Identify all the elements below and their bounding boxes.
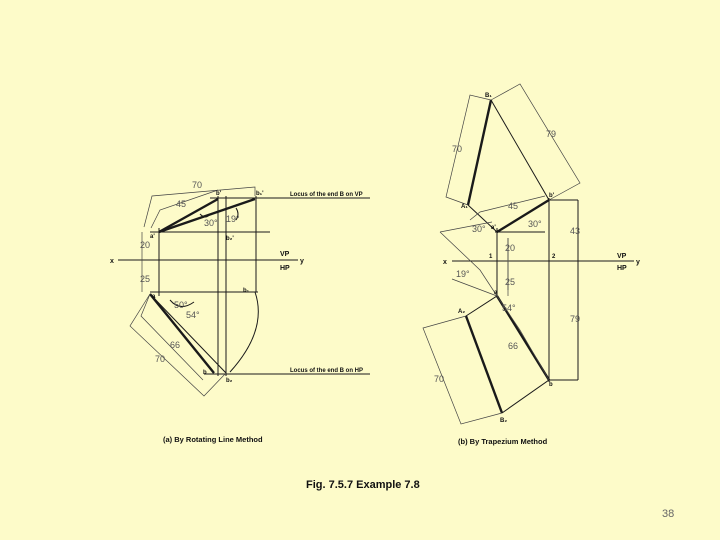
label-hp-left: HP (280, 265, 290, 272)
dim-text-20: 20 (140, 240, 150, 250)
true-length-a1-b1 (466, 99, 493, 206)
label-b2: b₂ (226, 378, 233, 384)
dim-text-79-top-right: 79 (546, 129, 556, 139)
dim-45-right (469, 195, 546, 221)
dim-text-43: 43 (570, 226, 580, 236)
label-a: a (152, 294, 156, 300)
dim-text-66: 66 (170, 340, 180, 350)
dim-text-54-right: 54° (502, 303, 516, 313)
caption-right: (b) By Trapezium Method (458, 437, 548, 446)
label-B2: B₂ (500, 418, 507, 424)
label-b-right: b (549, 382, 553, 388)
arc-19 (235, 207, 239, 221)
label-y-right: y (636, 259, 640, 266)
construction-line (439, 221, 493, 233)
dim-text-20-right: 20 (505, 243, 515, 253)
dim-text-45-right: 45 (508, 201, 518, 211)
dim-text-45: 45 (176, 199, 186, 209)
arc-50 (169, 299, 195, 307)
dim-text-25: 25 (140, 274, 150, 284)
label-b1-prime: b₁' (256, 191, 264, 197)
label-hp-right: HP (617, 265, 627, 272)
trapezium-vp (467, 99, 550, 233)
label-b1: b₁ (243, 288, 250, 294)
label-A2: A₂ (458, 309, 465, 315)
label-a-right: a (494, 290, 498, 296)
label-x-right: x (443, 259, 447, 266)
label-b-prime: b' (216, 191, 222, 197)
true-length-a2-b2 (464, 315, 504, 414)
dim-text-30a: 30° (472, 224, 486, 234)
top-view-line (149, 293, 215, 374)
dim-70-top-right (445, 94, 492, 206)
dim-66 (140, 293, 204, 381)
dim-text-70-top: 70 (192, 180, 202, 190)
caption-left: (a) By Rotating Line Method (163, 435, 263, 444)
label-a-prime-right: a' (491, 225, 496, 231)
label-vp-left: VP (280, 251, 290, 258)
label-b2-prime: b₂' (226, 236, 234, 242)
dim-66-right (496, 295, 550, 381)
dim-text-66-right: 66 (508, 341, 518, 351)
label-locus-hp: Locus of the end B on HP (290, 368, 363, 374)
label-B1: B₁ (485, 93, 492, 99)
left-diagram: x y VP HP Locus of the end B on VP Locus… (110, 180, 370, 444)
dim-70-bottom-right (422, 315, 503, 425)
dim-text-70-top-right: 70 (452, 144, 462, 154)
construction-line-2 (451, 278, 498, 297)
dim-text-50: 50° (174, 300, 188, 310)
trapezium-hp (465, 295, 550, 414)
dim-text-19: 19° (226, 214, 240, 224)
dim-text-30: 30° (204, 218, 218, 228)
rotation-arc (229, 291, 259, 373)
dim-text-30b: 30° (528, 219, 542, 229)
label-a-prime: a' (150, 234, 155, 240)
label-2: 2 (552, 254, 556, 260)
label-locus-vp: Locus of the end B on VP (290, 192, 363, 198)
dim-text-70-bottom: 70 (155, 354, 165, 364)
dim-70-top (143, 186, 256, 228)
dim-70-bottom (129, 293, 227, 397)
dim-text-54: 54° (186, 310, 200, 320)
label-y-left: y (300, 258, 304, 265)
dim-text-79-bottom-right: 79 (570, 314, 580, 324)
front-view-line (158, 197, 219, 234)
dim-79-top-right (490, 83, 581, 201)
construction-wedge (439, 231, 498, 297)
label-A1: A₁ (461, 204, 468, 210)
front-view-true-length (158, 197, 256, 234)
label-x-left: x (110, 258, 114, 265)
dim-45 (150, 189, 219, 229)
label-1: 1 (489, 254, 493, 260)
arc-30 (199, 213, 211, 218)
top-view-true-length (149, 293, 227, 374)
label-vp-right: VP (617, 253, 627, 260)
label-b-prime-right: b' (549, 193, 555, 199)
right-diagram: x y VP HP B₁ A₁ A₂ B₂ b' a' a b 1 2 70 7… (422, 83, 640, 446)
dim-text-25-right: 25 (505, 277, 515, 287)
page-number: 38 (662, 508, 675, 520)
dim-text-70-bottom-right: 70 (434, 374, 444, 384)
label-b: b (203, 370, 207, 376)
dim-text-19-right: 19° (456, 269, 470, 279)
figure-title: Fig. 7.5.7 Example 7.8 (306, 479, 420, 491)
